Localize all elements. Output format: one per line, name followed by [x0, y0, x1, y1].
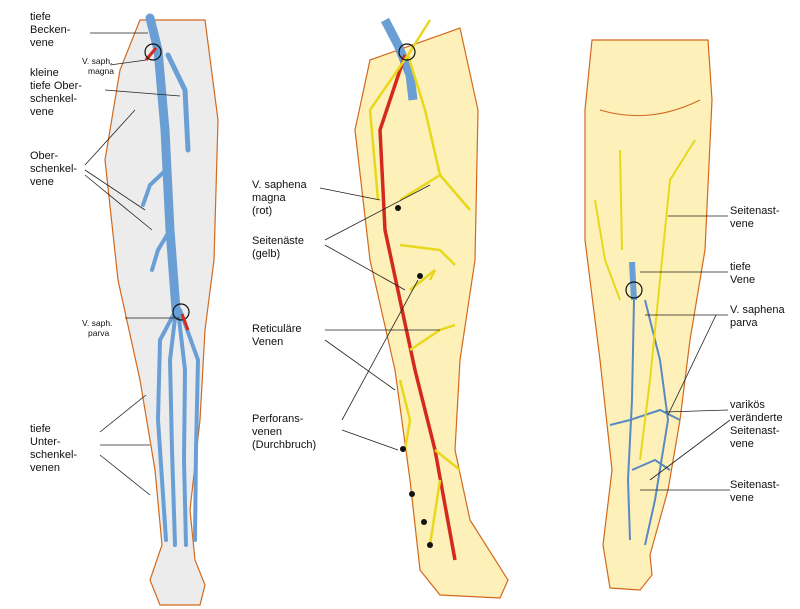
label-line: V. saph. — [82, 56, 112, 66]
label-line: veränderte — [730, 412, 783, 424]
label-line: tiefe — [30, 11, 51, 23]
left-leg-outline — [104, 19, 219, 606]
label-line: (gelb) — [252, 248, 280, 260]
label-line: Reticuläre — [252, 323, 302, 335]
label-line: V. saphena — [730, 304, 786, 316]
diagram-label: Seitenast-vene — [730, 205, 780, 230]
label-line: tiefe — [730, 261, 751, 273]
label-line: tiefe — [30, 423, 51, 435]
label-line: parva — [730, 317, 758, 329]
label-line: Ober- — [30, 150, 58, 162]
label-line: (Durchbruch) — [252, 439, 316, 451]
label-line: schenkel- — [30, 163, 77, 175]
label-line: vene — [30, 106, 54, 118]
left-parva-circle — [172, 303, 190, 321]
middle-side-branches — [368, 19, 471, 546]
right-side-branches — [594, 139, 696, 461]
label-line: Perforans- — [252, 413, 304, 425]
diagram-label: Seitenäste(gelb) — [252, 235, 304, 260]
label-line: Seitenast- — [730, 205, 780, 217]
label-line: venen — [30, 462, 60, 474]
diagram-label: Perforans-venen(Durchbruch) — [252, 413, 316, 451]
label-line: kleine — [30, 67, 59, 79]
diagram-label: V. saph.magna — [82, 56, 114, 76]
label-line: Seitenäste — [252, 235, 304, 247]
middle-leader-lines — [319, 184, 440, 451]
diagram-label: V. saph.parva — [82, 318, 112, 338]
middle-leg-outline — [354, 27, 509, 599]
label-line: V. saphena — [252, 179, 308, 191]
label-line: vene — [30, 176, 54, 188]
label-line: varikös — [730, 399, 765, 411]
label-line: Seitenast- — [730, 479, 780, 491]
label-line: Becken- — [30, 24, 71, 36]
label-line: parva — [88, 328, 110, 338]
middle-magna-circle — [398, 43, 416, 61]
label-line: vene — [30, 37, 54, 49]
label-line: vene — [730, 218, 754, 230]
label-line: Venen — [252, 336, 283, 348]
right-deep-vein — [629, 261, 637, 301]
right-leader-lines — [640, 215, 731, 491]
diagram-label: Seitenast-vene — [730, 479, 780, 504]
label-line: vene — [730, 438, 754, 450]
left-leader-lines — [84, 32, 181, 496]
label-line: magna — [88, 66, 114, 76]
label-line: Vene — [730, 274, 755, 286]
label-line: venen — [252, 426, 282, 438]
label-line: Unter- — [30, 436, 61, 448]
label-line: tiefe Ober- — [30, 80, 82, 92]
diagram-label: Ober-schenkel-vene — [30, 150, 77, 188]
right-buttock-line — [599, 99, 701, 117]
label-line: Seitenast- — [730, 425, 780, 437]
label-line: vene — [730, 492, 754, 504]
left-deep-veins — [141, 13, 201, 547]
perforating-dots — [395, 205, 433, 548]
right-parva-circle — [625, 281, 643, 299]
label-line: V. saph. — [82, 318, 112, 328]
left-magna-circle — [144, 43, 162, 61]
label-line: (rot) — [252, 205, 272, 217]
label-line: magna — [252, 192, 287, 204]
label-line: schenkel- — [30, 449, 77, 461]
label-line: schenkel- — [30, 93, 77, 105]
